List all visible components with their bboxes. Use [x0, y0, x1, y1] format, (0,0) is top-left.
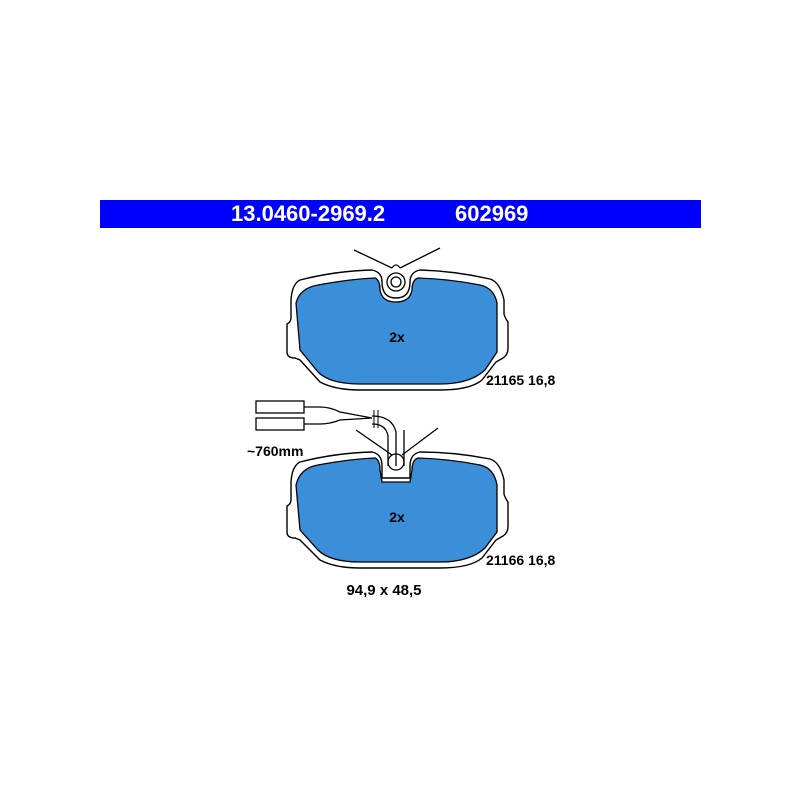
- dimensions-label: 94,9 x 48,5: [346, 582, 421, 599]
- friction-pad: [295, 277, 498, 385]
- bottom-pad: 2x 21166 16,8: [286, 451, 556, 569]
- pad-quantity: 2x: [389, 509, 405, 525]
- pad-spec: 21165 16,8: [486, 372, 556, 388]
- pad-quantity: 2x: [389, 329, 405, 345]
- spring-clip-icon: [353, 247, 441, 292]
- pad-spec: 21166 16,8: [486, 552, 556, 568]
- backing-plate: [286, 451, 509, 569]
- alt-part-number: 602969: [455, 201, 529, 226]
- header-bar: 13.0460-2969.2 602969: [100, 200, 701, 228]
- connector-plug: [255, 417, 305, 431]
- friction-pad: [295, 457, 498, 563]
- connector-plug: [255, 400, 305, 414]
- part-number: 13.0460-2969.2: [231, 201, 386, 226]
- wear-sensor: [255, 400, 439, 471]
- cable-length-label: ~760mm: [247, 443, 303, 459]
- backing-plate: [286, 269, 509, 391]
- top-pad: 2x 21165 16,8: [286, 247, 556, 391]
